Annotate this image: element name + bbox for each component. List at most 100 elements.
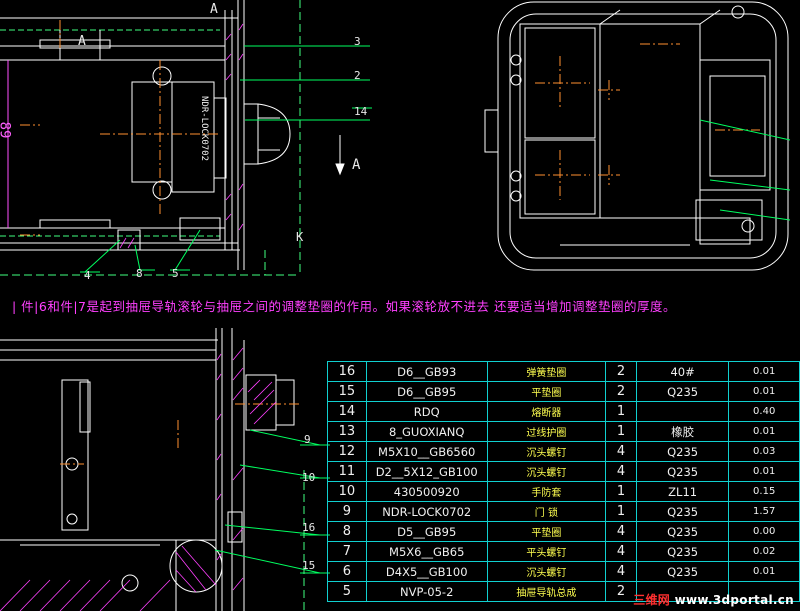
section-boundary — [0, 0, 301, 276]
bom-cell-material — [635, 581, 730, 602]
bom-cell-name: 弹簧垫圈 — [486, 361, 607, 382]
bom-cell-name: 平垫圈 — [486, 381, 607, 402]
bom-cell-code: 430500920 — [365, 481, 488, 502]
bom-cell-name: 沉头螺钉 — [486, 561, 607, 582]
bom-cell-code: 8_GUOXIANQ — [365, 421, 488, 442]
bom-cell-qty: 2 — [605, 581, 637, 602]
callout-10: 10 — [302, 471, 316, 484]
bom-cell-material: Q235 — [635, 441, 730, 462]
callout-5: 5 — [172, 267, 179, 280]
top-left-leaders — [80, 45, 372, 273]
bom-cell-qty: 4 — [605, 461, 637, 482]
bom-cell-material: 橡胶 — [635, 421, 730, 442]
bom-cell-weight — [728, 581, 800, 602]
bom-cell-code: D2__5X12_GB100 — [365, 461, 488, 482]
callout-15: 15 — [302, 559, 316, 572]
section-mark-a-left: A — [78, 34, 86, 49]
section-mark-a-top: A — [210, 2, 218, 17]
bom-cell-no: 11 — [327, 461, 367, 482]
bom-cell-no: 13 — [327, 421, 367, 442]
bom-cell-no: 7 — [327, 541, 367, 562]
bom-cell-material: ZL11 — [635, 481, 730, 502]
bom-cell-code: M5X10__GB6560 — [365, 441, 488, 462]
bom-cell-weight: 0.03 — [728, 441, 800, 462]
bom-cell-no: 9 — [327, 501, 367, 522]
bom-cell-no: 8 — [327, 521, 367, 542]
bom-cell-weight: 0.15 — [728, 481, 800, 502]
bom-cell-name: 熔断器 — [486, 401, 607, 422]
bottom-left-centerlines — [60, 420, 179, 465]
callout-3: 3 — [354, 35, 361, 48]
bom-cell-no: 5 — [327, 581, 367, 602]
bom-cell-name: 平头螺钉 — [486, 541, 607, 562]
bom-cell-weight: 0.01 — [728, 461, 800, 482]
bom-cell-no: 12 — [327, 441, 367, 462]
bom-cell-material: 40# — [635, 361, 730, 382]
bom-cell-weight: 1.57 — [728, 501, 800, 522]
dimension-label: 89 — [0, 121, 13, 139]
bom-cell-material — [635, 401, 730, 422]
bom-cell-weight: 0.00 — [728, 521, 800, 542]
bom-cell-code: D6__GB93 — [365, 361, 488, 382]
bom-cell-material: Q235 — [635, 381, 730, 402]
top-left-hatch — [119, 23, 244, 249]
bom-cell-no: 6 — [327, 561, 367, 582]
bom-cell-name: 手防套 — [486, 481, 607, 502]
top-right-centerlines — [535, 43, 760, 200]
bom-cell-weight: 0.01 — [728, 421, 800, 442]
bom-cell-material: Q235 — [635, 461, 730, 482]
bom-cell-no: 14 — [327, 401, 367, 422]
bom-cell-code: M5X6__GB65 — [365, 541, 488, 562]
bom-cell-no: 16 — [327, 361, 367, 382]
bom-cell-qty: 4 — [605, 441, 637, 462]
bottom-left-section-view — [0, 328, 300, 611]
callout-2: 2 — [354, 69, 361, 82]
bom-cell-code: RDQ — [365, 401, 488, 422]
callout-9: 9 — [304, 433, 311, 446]
top-left-centerlines — [20, 20, 220, 236]
section-arrow-a — [335, 135, 345, 176]
watermark: 三维网 www.3dportal.cn — [633, 591, 794, 608]
bom-cell-name: 过线护圈 — [486, 421, 607, 442]
watermark-brand: 三维网 — [633, 593, 671, 607]
callout-16: 16 — [302, 521, 316, 534]
callout-14: 14 — [354, 105, 368, 118]
top-right-leaders — [699, 119, 791, 221]
bom-cell-material: Q235 — [635, 561, 730, 582]
lock-part-marking: NDR-LOCK0702 — [199, 96, 209, 162]
bom-cell-qty: 1 — [605, 421, 637, 442]
callout-4: 4 — [84, 269, 91, 282]
section-mark-a-arrow: A — [352, 157, 361, 173]
bom-cell-name: 平垫圈 — [486, 521, 607, 542]
bom-cell-code: NVP-05-2 — [365, 581, 488, 602]
section-mark-k: K — [296, 230, 304, 244]
bom-cell-code: D5__GB95 — [365, 521, 488, 542]
top-right-end-view — [484, 1, 789, 271]
bom-cell-name: 沉头螺钉 — [486, 441, 607, 462]
bom-cell-weight: 0.02 — [728, 541, 800, 562]
bom-cell-qty: 1 — [605, 401, 637, 422]
bom-cell-qty: 1 — [605, 481, 637, 502]
bom-cell-name: 沉头螺钉 — [486, 461, 607, 482]
bom-cell-weight: 0.01 — [728, 561, 800, 582]
bom-cell-code: D6__GB95 — [365, 381, 488, 402]
bom-cell-code: NDR-LOCK0702 — [365, 501, 488, 522]
bottom-left-hatch — [0, 347, 277, 611]
bottom-left-leaders — [214, 429, 330, 574]
bom-cell-no: 10 — [327, 481, 367, 502]
watermark-url: www.3dportal.cn — [674, 593, 794, 607]
bom-cell-weight: 0.01 — [728, 381, 800, 402]
bom-cell-qty: 1 — [605, 501, 637, 522]
